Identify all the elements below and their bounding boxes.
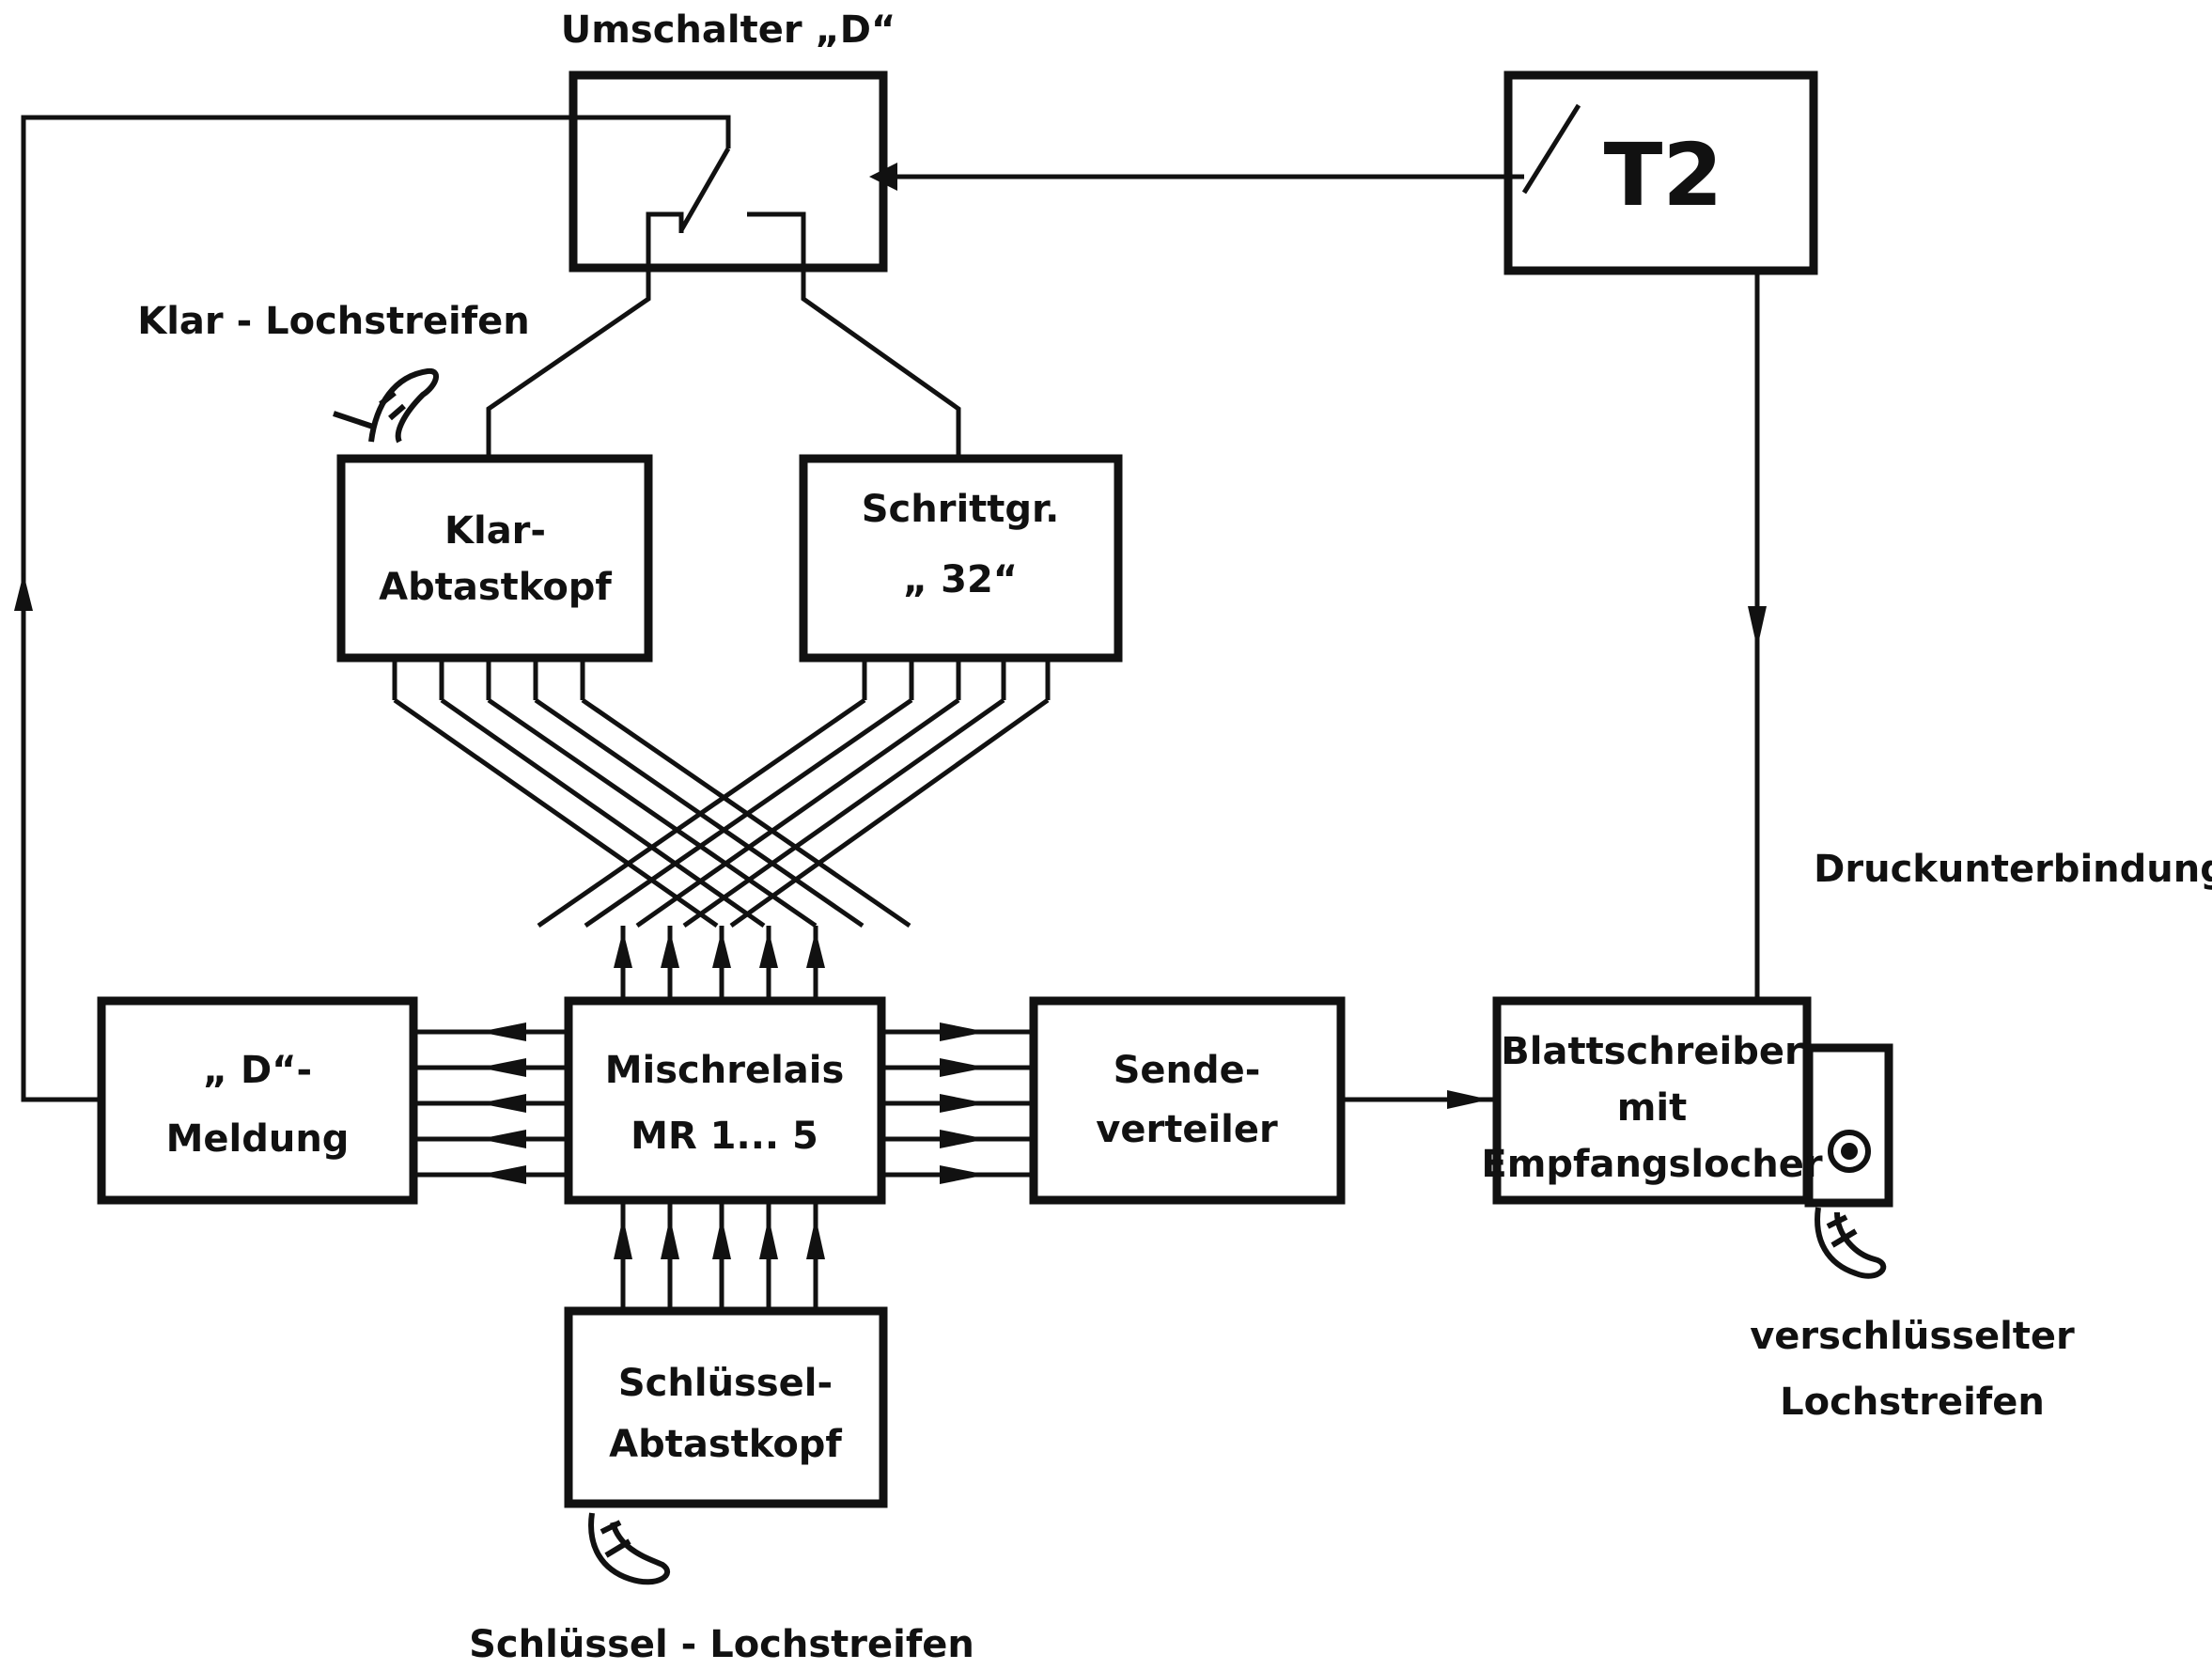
klar-wire-diag <box>487 697 818 929</box>
blattschreiber-line2: mit <box>1617 1086 1688 1130</box>
bus-bottom-arrow <box>661 1217 679 1259</box>
verschluesselt-line2: Lochstreifen <box>1780 1381 2045 1424</box>
d-meldung-line1: „ D“- <box>203 1049 312 1092</box>
blattschreiber-line3: Empfangslocher <box>1481 1143 1822 1186</box>
bus-bottom-arrow <box>614 1217 632 1259</box>
empfangslocher-roll-center <box>1841 1143 1858 1160</box>
d-meldung-to-umschalter-line <box>21 115 731 1102</box>
bus-lines <box>413 1022 1034 1311</box>
schrittgeber-line2: „ 32“ <box>903 558 1018 601</box>
klar-abtastkopf-line2: Abtastkopf <box>379 566 612 609</box>
empfangslocher-attachment <box>1804 1043 1893 1208</box>
bus-left-arrow <box>479 1130 526 1148</box>
bus-right-arrow <box>940 1165 987 1184</box>
klar-tape-icon <box>333 367 439 444</box>
mischrelais-line2: MR 1... 5 <box>631 1115 818 1158</box>
schritt-wire-diag <box>537 697 866 929</box>
sendeverteiler-box <box>1029 996 1346 1205</box>
t2-label: T2 <box>1604 125 1723 226</box>
sendeverteiler-line2: verteiler <box>1096 1108 1278 1151</box>
druck-arrow <box>1748 606 1767 648</box>
d-meldung-box <box>97 996 418 1205</box>
umschalter-switch-symbol <box>646 124 806 299</box>
klar-wire-diag <box>440 697 766 929</box>
bus-bottom-arrow <box>712 1217 731 1259</box>
misch-input-arrow <box>759 930 778 968</box>
t2-switch-symbol <box>1521 103 1581 195</box>
sendeverteiler-line1: Sende- <box>1114 1049 1261 1092</box>
bus-left-arrow <box>479 1094 526 1113</box>
bus-bottom-arrow <box>759 1217 778 1259</box>
up-arrow-left <box>14 573 33 611</box>
schritt-wire-diag <box>635 697 960 929</box>
verschluesselt-line1: verschlüsselter <box>1750 1315 2075 1358</box>
schritt-wire-diag <box>682 697 1005 929</box>
bus-left-arrow <box>479 1165 526 1184</box>
klar-lochstreifen-label: Klar - Lochstreifen <box>137 300 530 343</box>
bus-left-arrow <box>479 1058 526 1077</box>
klar-abtastkopf-line1: Klar- <box>444 509 546 553</box>
empfangslocher-roll-icon <box>1828 1130 1871 1173</box>
t2-box <box>1503 70 1818 275</box>
misch-input-arrow <box>661 930 679 968</box>
bus-right-arrow <box>940 1130 987 1148</box>
bus-right-arrow <box>940 1094 987 1113</box>
sende-to-blatt-arrow <box>1447 1090 1489 1109</box>
schluessel-abtastkopf-line1: Schlüssel- <box>618 1362 833 1405</box>
schritt-wire-diag <box>584 697 913 929</box>
bus-bottom-arrow <box>806 1217 825 1259</box>
d-meldung-line2: Meldung <box>166 1117 350 1161</box>
umschalter-label: Umschalter „D“ <box>561 8 896 52</box>
crossing-lines <box>392 658 1051 1001</box>
misch-input-arrow <box>712 930 731 968</box>
mischrelais-box <box>564 996 886 1205</box>
blattschreiber-line1: Blattschreiber <box>1501 1030 1803 1073</box>
bus-left-arrow <box>479 1022 526 1041</box>
misch-input-arrow <box>614 930 632 968</box>
misch-input-arrow <box>806 930 825 968</box>
schluessel-abtastkopf-box <box>564 1306 888 1508</box>
druckunterbindung-label: Druckunterbindung <box>1814 848 2212 891</box>
schritt-wire-diag <box>729 697 1050 929</box>
klar-abtastkopf-box <box>336 454 653 663</box>
bus-right-arrow <box>940 1058 987 1077</box>
schluessel-lochstreifen-label: Schlüssel - Lochstreifen <box>469 1623 974 1666</box>
umschalter-to-schritt-line <box>801 282 961 459</box>
schluessel-abtastkopf-line2: Abtastkopf <box>609 1423 842 1466</box>
umschalter-box <box>569 70 888 273</box>
schrittgeber-line1: Schrittgr. <box>862 488 1060 531</box>
klar-wire-diag <box>393 697 719 929</box>
blattschreiber-box <box>1492 996 1812 1205</box>
verschluesselt-tape-icon <box>1815 1207 1887 1279</box>
schluessel-tape-icon <box>588 1512 671 1585</box>
mischrelais-line1: Mischrelais <box>605 1049 845 1092</box>
bus-right-arrow <box>940 1022 987 1041</box>
umschalter-to-klar-line <box>486 282 651 459</box>
